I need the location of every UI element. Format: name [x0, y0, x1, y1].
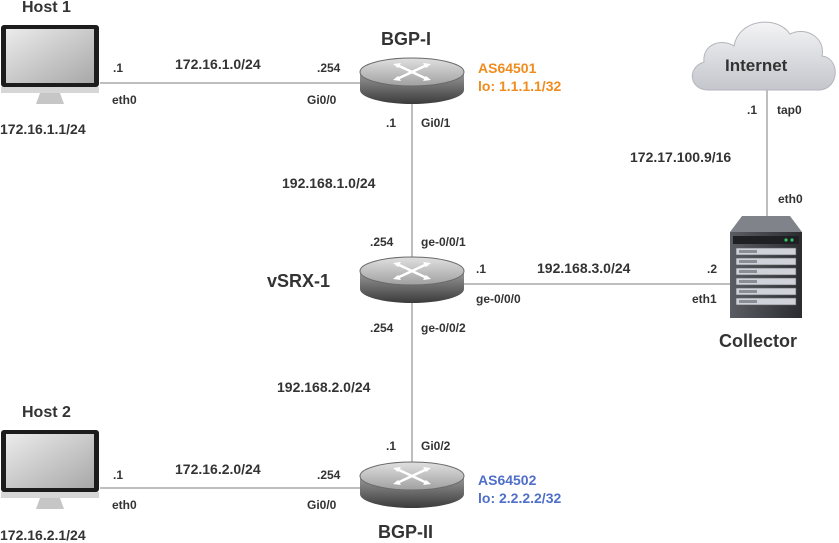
- vsrx-ge002-iface: ge-0/0/2: [421, 321, 466, 335]
- host1-name: Host 1: [22, 0, 71, 16]
- vsrx-name: vSRX-1: [267, 271, 331, 291]
- vsrx-ge000-addr: .1: [476, 262, 487, 276]
- host1-link-subnet: 172.16.1.0/24: [175, 56, 261, 72]
- collector-eth1-addr: .2: [707, 262, 718, 276]
- monitor-icon: [1, 25, 99, 104]
- host1-link-host-side: .1: [113, 61, 124, 75]
- cloud-icon: [692, 21, 836, 91]
- bgp2-name: BGP-II: [378, 522, 434, 542]
- host2-name: Host 2: [22, 404, 71, 421]
- collector-internet-subnet: 172.17.100.9/16: [630, 149, 732, 165]
- vsrx-collector-subnet: 192.168.3.0/24: [537, 260, 631, 276]
- host2-iface: eth0: [112, 498, 137, 512]
- bgp1-as: AS64501: [478, 60, 537, 76]
- bgp1-gi00-iface: Gi0/0: [307, 93, 337, 107]
- vsrx-bgp2-subnet: 192.168.2.0/24: [277, 379, 371, 395]
- links: [100, 82, 768, 489]
- vsrx-ge000-iface: ge-0/0/0: [476, 292, 521, 306]
- internet-tap0-addr: .1: [747, 103, 758, 117]
- bgp1-loopback: lo: 1.1.1.1/32: [478, 78, 562, 94]
- host2-link-subnet: 172.16.2.0/24: [175, 461, 261, 477]
- router-icon: [359, 461, 465, 508]
- bgp1-vsrx-subnet: 192.168.1.0/24: [282, 175, 376, 191]
- internet-tap0-iface: tap0: [777, 103, 802, 117]
- bgp1-gi01-addr: .1: [386, 116, 397, 130]
- vsrx-ge002-addr: .254: [370, 321, 394, 335]
- bgp2-loopback: lo: 2.2.2.2/32: [478, 490, 562, 506]
- router-icon: [359, 57, 465, 104]
- host1-iface: eth0: [112, 93, 137, 107]
- bgp2-gi00-addr: .254: [317, 468, 341, 482]
- internet-name: Internet: [725, 56, 788, 75]
- host2-ip: 172.16.2.1/24: [0, 527, 86, 543]
- collector-name: Collector: [719, 331, 798, 351]
- bgp1-gi01-iface: Gi0/1: [421, 116, 451, 130]
- bgp2-as: AS64502: [478, 472, 537, 488]
- bgp2-gi02-addr: .1: [386, 439, 397, 453]
- bgp2-gi00-iface: Gi0/0: [307, 498, 337, 512]
- collector-eth0-iface: eth0: [778, 192, 803, 206]
- host2-link-host-side: .1: [113, 468, 124, 482]
- bgp1-name: BGP-I: [381, 29, 432, 49]
- collector-eth1-iface: eth1: [692, 292, 717, 306]
- host1-ip: 172.16.1.1/24: [0, 121, 86, 137]
- monitor-icon: [1, 430, 99, 509]
- bgp2-gi02-iface: Gi0/2: [421, 439, 451, 453]
- bgp1-gi00-addr: .254: [317, 61, 341, 75]
- server-icon: [730, 216, 802, 318]
- vsrx-ge001-addr: .254: [370, 235, 394, 249]
- router-icon: [359, 256, 465, 303]
- vsrx-ge001-iface: ge-0/0/1: [421, 235, 466, 249]
